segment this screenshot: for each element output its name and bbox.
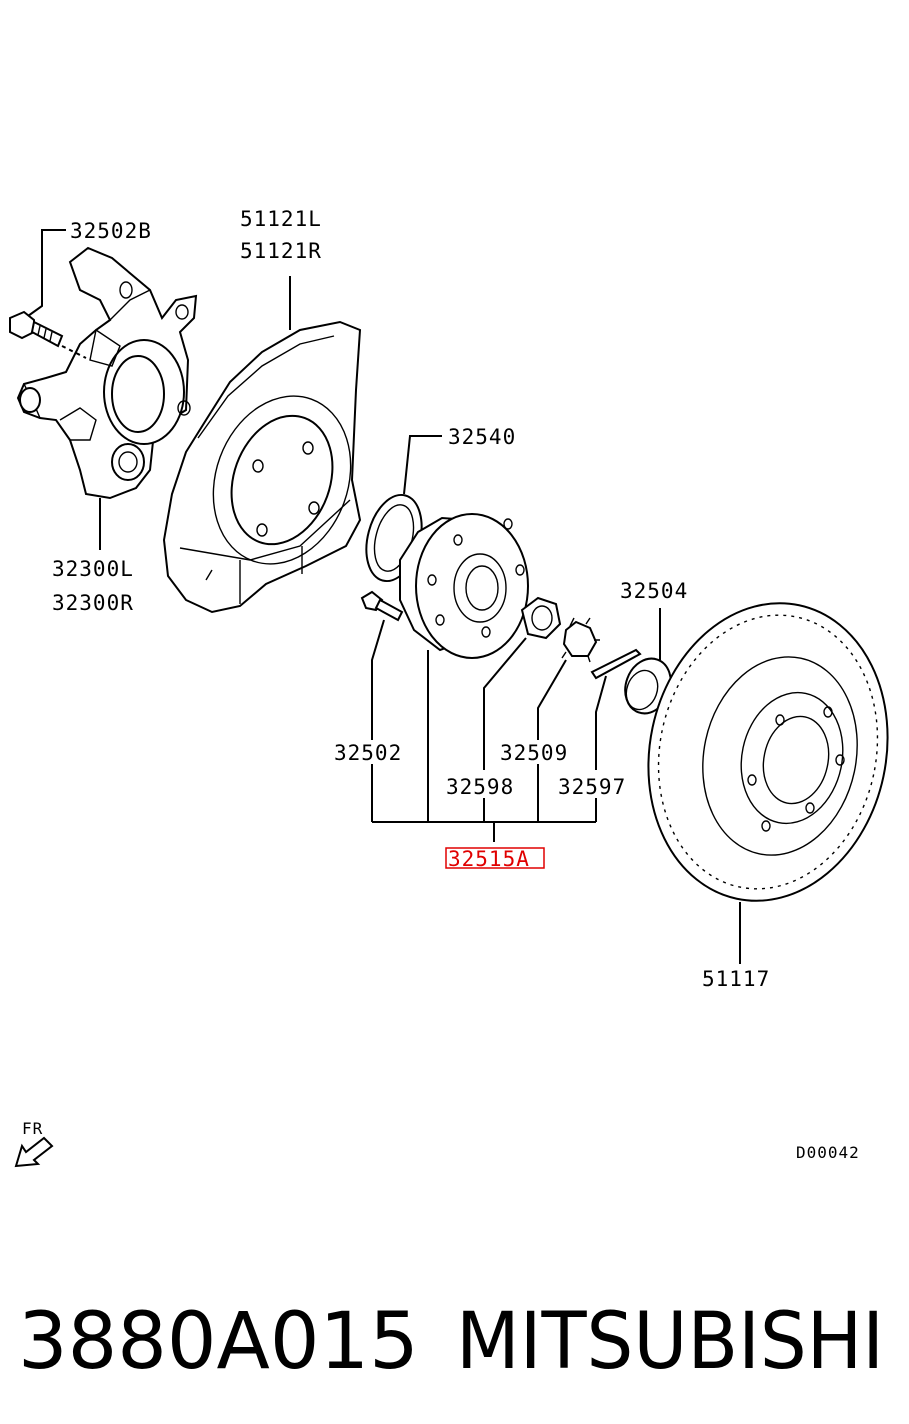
hub-assembly-drawing [399,513,529,659]
callout-32502: 32502 [334,741,402,765]
callout-32597: 32597 [558,775,626,799]
hub-stud-drawing [360,590,404,622]
callout-32300R: 32300R [52,591,134,615]
front-arrow-icon [14,1136,54,1168]
callout-32540: 32540 [448,425,516,449]
dust-shield-drawing [162,320,362,614]
callout-51121L: 51121L [240,207,322,231]
callout-32598: 32598 [446,775,514,799]
callout-32509: 32509 [500,741,568,765]
callout-32502B: 32502B [70,219,152,243]
diagram-code: D00042 [796,1143,860,1162]
callout-32300L: 32300L [52,557,134,581]
part-number-caption: 3880A015 [18,1297,419,1387]
lock-cap-drawing [561,617,600,663]
callout-51121R: 51121R [240,239,322,263]
brake-disc-drawing [647,602,889,902]
callout-51117: 51117 [702,967,770,991]
knuckle-bolt-drawing [9,310,87,359]
cotter-pin-drawing [590,648,642,680]
callout-32504: 32504 [620,579,688,603]
fr-label: FR [22,1119,43,1138]
brand-caption: MITSUBISHI [456,1297,884,1387]
steering-knuckle-drawing [16,246,198,500]
leader-lines [27,229,741,964]
front-direction-indicator: FR [14,1119,54,1168]
hub-nut-drawing [520,596,562,640]
callout-32515A[interactable]: 32515A [448,847,530,871]
highlight-box [445,847,545,869]
